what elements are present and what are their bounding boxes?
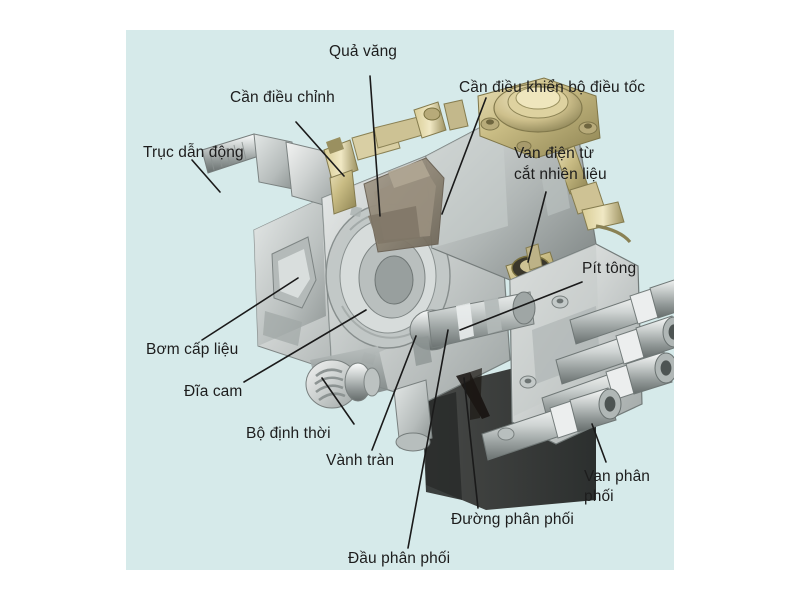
label-bo-dinh-thoi: Bộ định thời <box>246 425 331 442</box>
label-duong-phan-phoi: Đường phân phối <box>451 511 574 528</box>
label-can-dieu-khien-bo-dieu-toc: Cần điều khiển bộ điều tốc <box>459 79 646 96</box>
label-van-phan-phoi-line1: Van phân <box>584 468 651 485</box>
pump-illustration <box>191 75 674 549</box>
label-van-phan-phoi-line2: phối <box>584 488 614 505</box>
label-van-dien-tu-line2: cắt nhiên liệu <box>514 166 607 183</box>
label-dau-phan-phoi: Đầu phân phối <box>348 550 451 567</box>
label-pit-tong: Pít tông <box>582 260 637 277</box>
leader-lines <box>191 75 607 549</box>
label-truc-dan-dong: Trục dẫn động <box>143 144 244 161</box>
label-bom-cap-lieu: Bơm cấp liệu <box>146 341 239 358</box>
label-qua-vang: Quả văng <box>329 43 398 60</box>
label-can-dieu-chinh: Cần điều chỉnh <box>230 89 335 106</box>
label-van-dien-tu-line1: Van điện từ <box>514 145 595 162</box>
label-vanh-tran: Vành tràn <box>326 452 395 469</box>
diagram-panel: Quả văng Cần điều chỉnh Cần điều khiển b… <box>126 30 674 570</box>
label-dia-cam: Đĩa cam <box>184 383 243 400</box>
